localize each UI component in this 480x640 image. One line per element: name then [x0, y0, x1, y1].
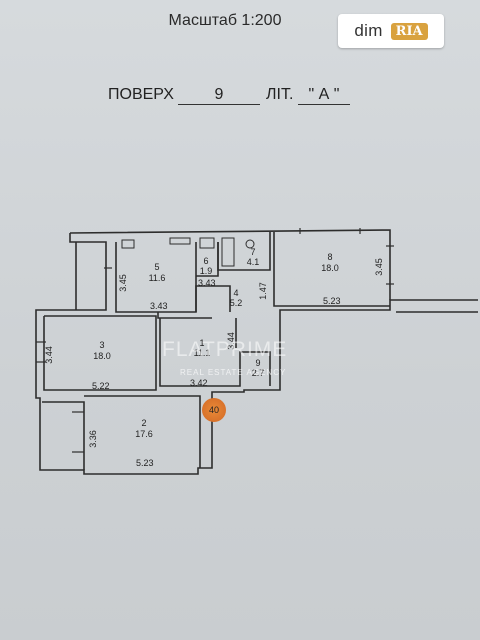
room-8-walls — [273, 232, 390, 307]
room-8-number: 8 — [327, 252, 333, 262]
room-1-number: 1 — [199, 338, 205, 348]
lit-label: ЛІТ. — [266, 86, 294, 103]
room-2-walls — [84, 395, 201, 468]
room-3-walls — [43, 315, 157, 391]
room-5-number: 5 — [154, 262, 160, 272]
dim-r8-width: 5.23 — [323, 296, 341, 306]
room-4-number: 4 — [233, 288, 239, 298]
room-7-walls — [217, 232, 271, 271]
room-4-area: 5.2 — [229, 298, 243, 308]
bathtub-icon — [221, 237, 235, 267]
floor-label: ПОВЕРХ — [108, 86, 174, 103]
room-7-area: 4.1 — [246, 257, 260, 267]
flatprime-watermark: FLATPRIME — [162, 338, 288, 361]
dim-r5-width: 3.43 — [150, 301, 168, 311]
dim-r2-width: 5.23 — [136, 458, 154, 468]
room-4-walls — [195, 285, 231, 312]
lit-value: " А " — [298, 86, 350, 105]
room-3-area: 18.0 — [93, 351, 111, 361]
outer-wall-top — [69, 229, 391, 300]
dim-r3-height: 3.44 — [43, 346, 54, 364]
dim-r3-width: 5.22 — [92, 381, 110, 391]
floor-value: 9 — [178, 86, 260, 105]
toilet-icon — [245, 239, 255, 249]
room-8-area: 18.0 — [321, 263, 339, 273]
outer-wall — [35, 233, 478, 475]
room-9-number: 9 — [255, 358, 261, 368]
room-6-number: 6 — [203, 256, 209, 266]
washbasin-icon — [199, 237, 215, 249]
agency-watermark: REAL ESTATE AGENCY — [180, 368, 287, 377]
dim-ria-logo[interactable]: dim RIA — [338, 14, 444, 48]
balcony-left-lower — [42, 401, 85, 470]
room-5-area: 11.6 — [148, 273, 166, 283]
room-2-number: 2 — [141, 418, 147, 428]
dim-logo-text: dim — [354, 21, 383, 40]
room-5-walls — [115, 242, 197, 313]
page-stamp: 40 — [202, 398, 226, 422]
stove-icon — [121, 239, 135, 249]
floor-info-line: ПОВЕРХ 9 ЛІТ. " А " — [100, 86, 360, 108]
room-3-number: 3 — [99, 340, 105, 350]
dim-r6-width: 3.43 — [198, 278, 216, 288]
scale-title: Масштаб 1:200 — [168, 12, 282, 29]
sink-icon — [169, 237, 191, 245]
ria-logo-mark: RIA — [390, 22, 428, 40]
room-1-walls — [159, 318, 271, 387]
room-1-area: 11.1 — [193, 348, 211, 358]
dim-r8-height: 3.45 — [373, 258, 384, 276]
room-6-area: 1.9 — [199, 266, 213, 276]
room-9-area: 2.7 — [251, 368, 265, 378]
room-2-area: 17.6 — [135, 429, 153, 439]
dim-r2-height: 3.36 — [87, 430, 98, 448]
dim-r1-width: 3.42 — [190, 378, 208, 388]
dim-r4-height: 1.47 — [257, 282, 268, 300]
hall-top — [157, 312, 212, 319]
dim-r5-height: 3.45 — [117, 274, 128, 292]
room-7-number: 7 — [250, 247, 256, 257]
